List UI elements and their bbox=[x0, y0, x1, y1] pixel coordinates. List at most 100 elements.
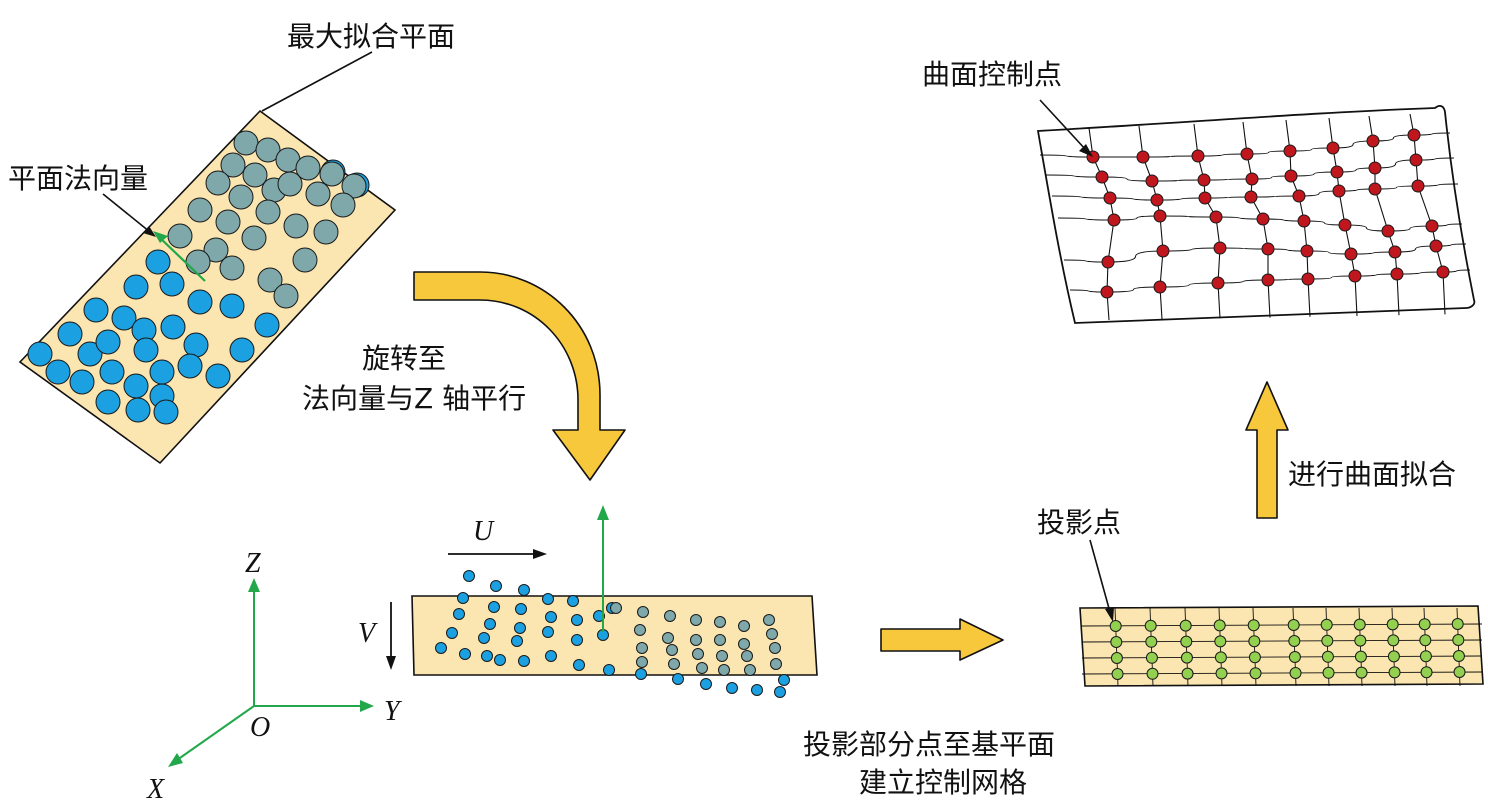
surface-control-point bbox=[1436, 265, 1450, 279]
surface-control-point bbox=[1292, 189, 1306, 203]
rotate-curved-arrow bbox=[413, 271, 626, 481]
rotated-gray-point bbox=[610, 602, 622, 614]
rotate-flow-arrow: 旋转至 法向量与Z 轴平行 bbox=[302, 271, 626, 481]
tilted-blue-point bbox=[187, 289, 213, 315]
tilted-blue-point bbox=[133, 337, 159, 363]
surface-control-point bbox=[1429, 239, 1443, 253]
rotated-blue-point bbox=[573, 659, 585, 671]
surface-control-point bbox=[1411, 179, 1425, 193]
projected-green-point bbox=[1452, 650, 1465, 662]
tilted-gray-point bbox=[205, 170, 231, 196]
surface-mesh-u-line bbox=[1045, 157, 1455, 182]
tilted-blue-point bbox=[183, 332, 209, 358]
rotated-blue-point bbox=[545, 611, 557, 623]
tilted-blue-point bbox=[95, 329, 121, 355]
control-points-leader-arrowhead bbox=[1079, 144, 1093, 157]
tilted-blue-point bbox=[125, 397, 151, 423]
surface-control-point bbox=[1136, 150, 1150, 164]
projected-green-point bbox=[1110, 636, 1123, 648]
rotate-label-line2: 法向量与Z 轴平行 bbox=[302, 382, 526, 415]
rotated-gray-point bbox=[692, 648, 704, 660]
projected-green-point bbox=[1288, 635, 1301, 647]
tilted-gray-point bbox=[319, 161, 345, 187]
tilted-fitting-plane-group: 最大拟合平面 平面法向量 bbox=[8, 20, 455, 465]
rotated-gray-point bbox=[738, 638, 750, 650]
rotated-blue-point bbox=[494, 654, 506, 666]
tilted-gray-point bbox=[219, 255, 245, 281]
projected-green-point bbox=[1181, 667, 1194, 680]
rotated-blue-point bbox=[488, 601, 500, 613]
tilted-blue-point bbox=[123, 274, 149, 300]
v-direction-arrowhead bbox=[386, 656, 396, 670]
surface-fitting-flow-arrow: 进行曲面拟合 bbox=[1245, 381, 1456, 519]
surface-control-point bbox=[1301, 272, 1315, 286]
rotated-blue-point bbox=[515, 603, 527, 615]
y-axis-label: Y bbox=[384, 696, 403, 727]
tilted-blue-point bbox=[153, 399, 179, 425]
surface-control-point bbox=[1145, 174, 1159, 188]
tilted-blue-point bbox=[160, 314, 186, 340]
rotated-blue-point bbox=[484, 618, 496, 630]
surface-control-points bbox=[1086, 128, 1450, 299]
projected-green-point bbox=[1388, 666, 1401, 679]
surface-control-point bbox=[1153, 280, 1167, 294]
projected-green-point bbox=[1289, 667, 1302, 679]
surface-control-point bbox=[1388, 245, 1402, 259]
rotated-gray-point bbox=[766, 628, 778, 640]
rotated-blue-point bbox=[726, 682, 738, 694]
coordinate-axes: Z Y X O bbox=[146, 548, 403, 805]
projected-green-point bbox=[1287, 619, 1300, 631]
rotated-blue-point bbox=[518, 584, 530, 596]
surface-control-point bbox=[1209, 210, 1223, 224]
tilted-blue-point bbox=[159, 271, 185, 297]
tilted-blue-point bbox=[205, 363, 231, 389]
max-fitting-plane-leader bbox=[261, 51, 373, 112]
rotated-blue-point bbox=[457, 592, 469, 604]
surface-control-point bbox=[1100, 285, 1114, 299]
tilted-gray-point bbox=[277, 171, 303, 197]
rotated-blue-point bbox=[751, 684, 763, 696]
surface-fitting-label: 进行曲面拟合 bbox=[1288, 458, 1456, 491]
z-axis-label: Z bbox=[245, 548, 261, 579]
rotated-gray-point bbox=[666, 644, 678, 656]
rotated-gray-point bbox=[718, 664, 730, 676]
rotated-gray-point bbox=[690, 634, 702, 646]
surface-mesh-u-line bbox=[1051, 183, 1459, 201]
rotated-gray-point bbox=[738, 620, 750, 632]
tilted-blue-point bbox=[95, 389, 121, 415]
surface-control-point bbox=[1256, 212, 1270, 226]
tilted-blue-point bbox=[69, 369, 95, 395]
tilted-point-cloud bbox=[27, 130, 370, 425]
control-grid-group: 投影点 bbox=[1037, 506, 1484, 687]
rotated-blue-point bbox=[453, 608, 465, 620]
tilted-blue-point bbox=[45, 359, 71, 385]
tilted-blue-point bbox=[149, 359, 175, 385]
surface-control-point bbox=[1261, 273, 1275, 287]
rotated-gray-point bbox=[763, 614, 775, 626]
tilted-blue-point bbox=[111, 305, 137, 331]
rotated-gray-point bbox=[714, 616, 726, 628]
project-label-line1: 投影部分点至基平面 bbox=[803, 728, 1055, 761]
surface-control-points-label: 曲面控制点 bbox=[922, 58, 1062, 91]
surface-control-point bbox=[1191, 149, 1205, 163]
surface-control-point bbox=[1211, 276, 1225, 290]
surface-control-point bbox=[1366, 134, 1380, 148]
projected-green-point bbox=[1180, 651, 1193, 664]
surface-control-point bbox=[1407, 128, 1421, 142]
rotated-blue-point bbox=[571, 614, 583, 626]
project-flow-arrow: 投影部分点至基平面 建立控制网格 bbox=[803, 618, 1055, 799]
rotated-gray-point bbox=[664, 610, 676, 622]
rotated-blue-point bbox=[511, 635, 523, 647]
tilted-gray-point bbox=[185, 249, 211, 275]
tilted-gray-point bbox=[305, 181, 331, 207]
surface-control-point bbox=[1153, 209, 1167, 223]
tilted-gray-point bbox=[341, 173, 367, 199]
projected-green-point bbox=[1247, 619, 1260, 632]
tilted-gray-point bbox=[295, 155, 321, 181]
origin-label: O bbox=[250, 712, 270, 743]
tilted-blue-point bbox=[27, 341, 53, 367]
fitted-surface-group: 曲面控制点 bbox=[922, 58, 1476, 324]
surface-control-point bbox=[1240, 147, 1254, 161]
surface-control-point bbox=[1197, 173, 1211, 187]
